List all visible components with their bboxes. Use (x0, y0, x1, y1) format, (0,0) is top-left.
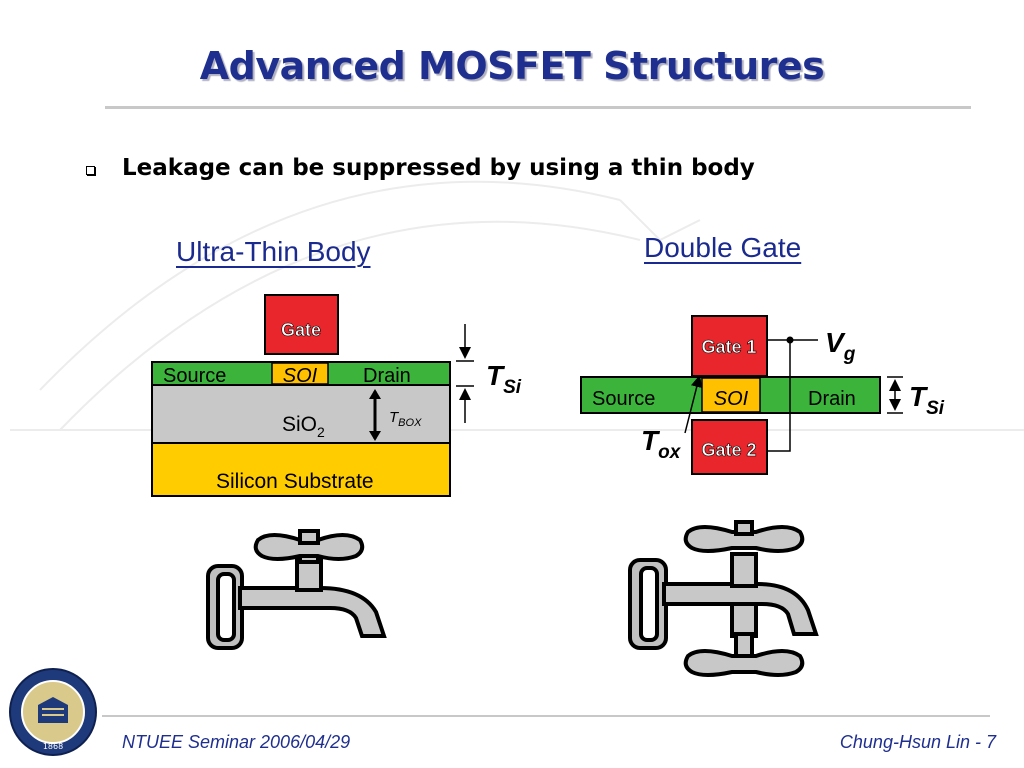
utb-gate-label: Gate (281, 320, 321, 340)
utb-buried-oxide (151, 384, 451, 444)
dg-soi-label: SOI (714, 388, 749, 410)
bullet-text: Leakage can be suppressed by using a thi… (122, 155, 755, 181)
ultra-thin-body-heading: Ultra-Thin Body (176, 236, 371, 267)
dg-gate1-block (691, 315, 768, 377)
ultra-thin-body-diagram: Gate Source SOI Drain SiO2 TBOX Silicon … (151, 294, 522, 497)
dg-gate2-label: Gate 2 (701, 440, 756, 460)
dg-tox-label: Tox (641, 425, 682, 463)
faucet-double-handle-icon (628, 520, 819, 677)
utb-drain-label: Drain (363, 365, 411, 387)
dg-vg-node (786, 336, 794, 344)
utb-gate-block (264, 294, 339, 355)
utb-substrate-label: Silicon Substrate (216, 470, 374, 493)
dg-soi-channel (701, 377, 761, 413)
dg-gate2-block (691, 419, 768, 475)
footer-divider (102, 715, 990, 717)
dg-tsi-label: TSi (909, 381, 945, 419)
footer-author-page: Chung-Hsun Lin - 7 (839, 732, 996, 752)
dg-drain-label: Drain (808, 388, 856, 410)
utb-tsi-label: TSi (486, 360, 522, 398)
dg-source-label: Source (592, 388, 655, 410)
dg-gate1-label: Gate 1 (701, 337, 756, 357)
bullet-item: Leakage can be suppressed by using a thi… (86, 155, 755, 181)
double-gate-heading: Double Gate (644, 232, 802, 263)
utb-oxide-label: SiO2 (282, 413, 325, 440)
utb-source-label: Source (163, 365, 226, 387)
utb-soi-label: SOI (283, 365, 318, 387)
dg-gate-tie-wire (767, 339, 791, 452)
page-title: Advanced MOSFET Structures (199, 44, 825, 88)
utb-substrate (151, 442, 451, 497)
dg-tox-arrow (684, 375, 703, 434)
faucet-single-handle-icon (206, 529, 387, 650)
title-divider (105, 106, 971, 109)
double-gate-diagram: Gate 1 Source SOI Drain Gate 2 Vg Tox TS… (580, 315, 945, 475)
uc-seal-icon: 1868 (9, 668, 97, 756)
mosfet-diagrams: Gate Source SOI Drain SiO2 TBOX Silicon … (151, 294, 945, 677)
utb-tbox-label: TBOX (389, 409, 422, 429)
square-bullet-icon (86, 165, 95, 175)
dg-vg-label: Vg (825, 327, 856, 365)
footer-seminar: NTUEE Seminar 2006/04/29 (122, 732, 351, 752)
seal-year: 1868 (43, 742, 63, 751)
